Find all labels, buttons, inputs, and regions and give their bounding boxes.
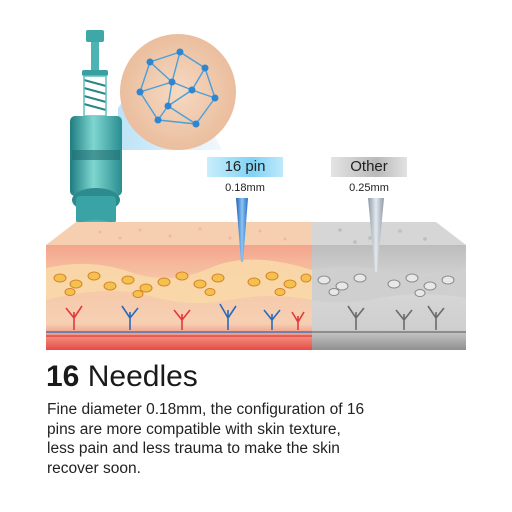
blood-vessels [46,303,466,337]
description-line: recover soon. [47,459,141,477]
needle-cartridge-icon [70,30,122,240]
skin-cells [53,271,312,298]
description-line: pins are more compatible with skin textu… [47,420,341,438]
diameter-other: 0.25mm [349,182,389,194]
title-number: 16 [46,360,80,393]
thin-needle-icon [236,198,248,262]
title-word: Needles [87,360,198,393]
gray-cells [317,273,455,297]
gray-top-surface [312,222,466,245]
thick-needle-icon [368,198,384,272]
description-line: less pain and less trauma to make the sk… [47,440,340,457]
tag-other: Other [331,157,407,177]
description-line: Fine diameter 0.18mm, the configuration … [47,401,365,418]
page-title: 16 Needles [46,360,198,394]
diameter-16-pin: 0.18mm [225,182,265,194]
skin-top-surface [46,222,312,245]
magnified-skin-network-icon [120,34,236,150]
tag-16-pin: 16 pin [207,157,283,177]
description: Fine diameter 0.18mm, the configuration … [47,400,467,478]
